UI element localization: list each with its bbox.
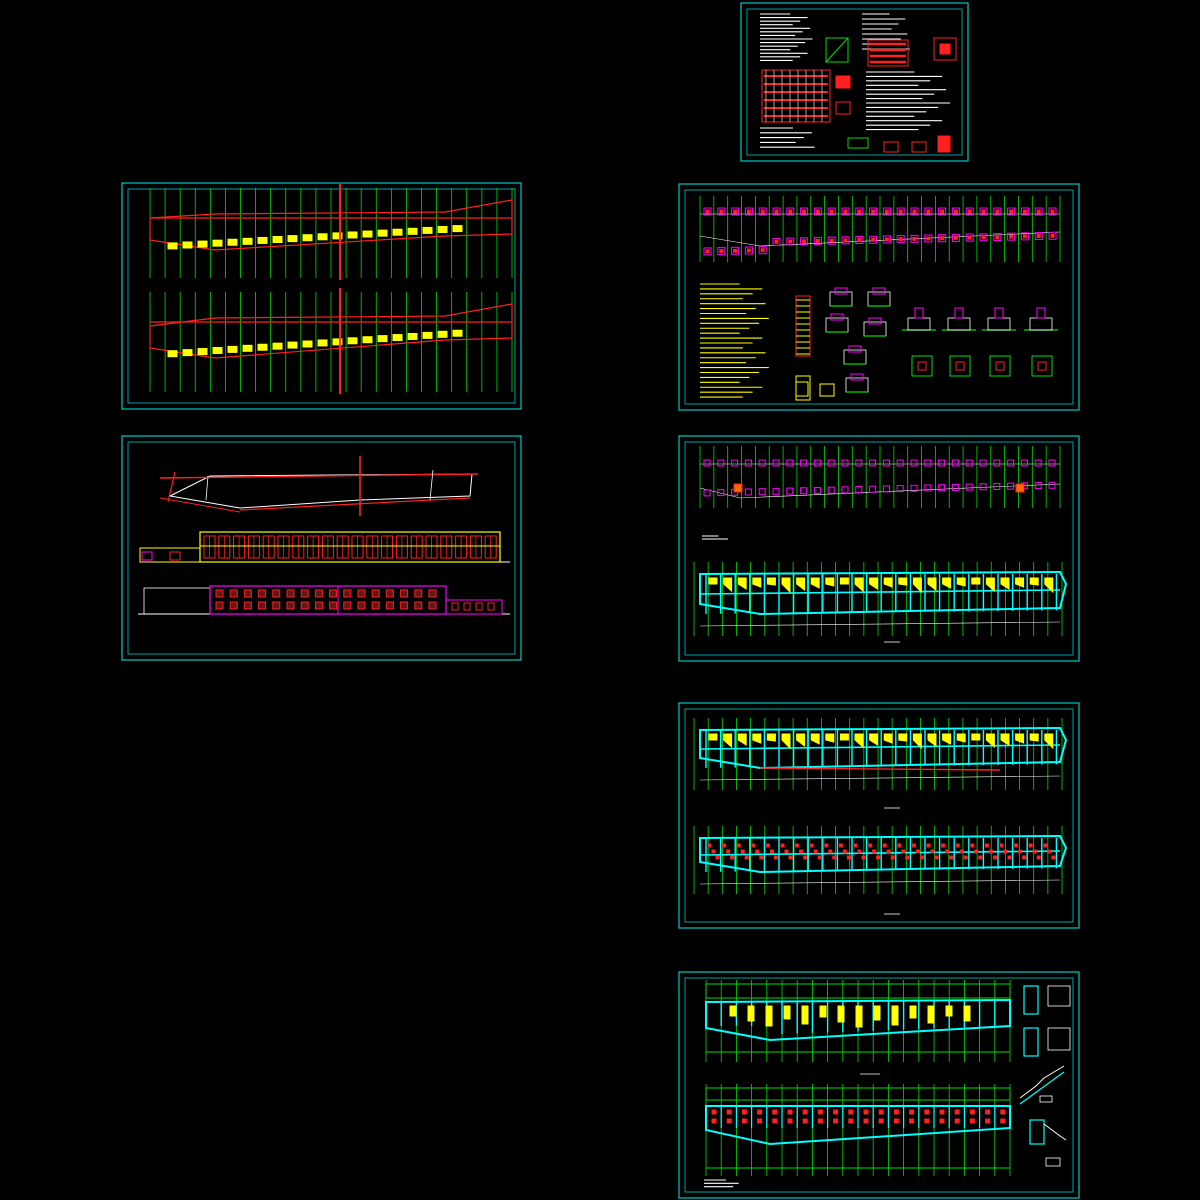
sheet-roof-plans-and-stair-details [678, 971, 1080, 1199]
sheet-column-layout-and-details [678, 183, 1080, 411]
sheet-foundation-plans [121, 182, 522, 410]
sheet-beam-plan-and-slab-plan [678, 702, 1080, 929]
drawing-sheets [121, 2, 1080, 1199]
sheet-general-notes [740, 2, 969, 162]
sheet-column-plan-and-beam-plan [678, 435, 1080, 662]
sheet-site-plan-and-elevations [121, 435, 522, 661]
